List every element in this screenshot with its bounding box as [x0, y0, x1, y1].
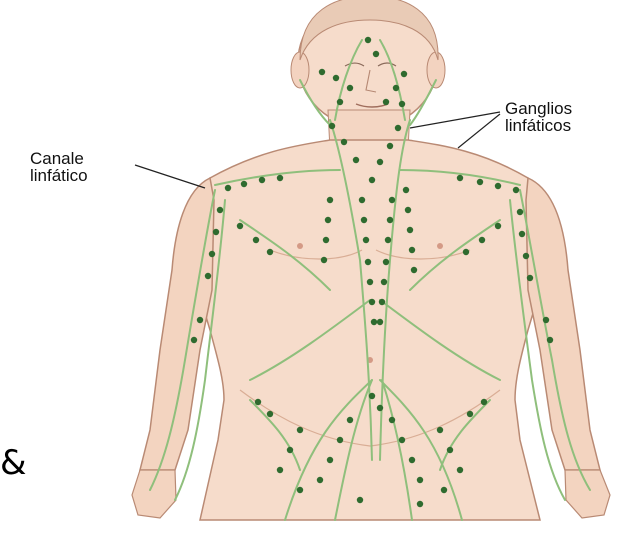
lymph-node-dot [337, 99, 343, 105]
lymph-node-dot [383, 99, 389, 105]
lymph-node-dot [405, 207, 411, 213]
lymph-node-dot [325, 217, 331, 223]
lymph-node-dot [457, 467, 463, 473]
lymph-node-dot [277, 175, 283, 181]
lymph-node-dot [463, 249, 469, 255]
lymph-node-dot [329, 123, 335, 129]
lymph-node-dot [385, 237, 391, 243]
label-lymph-vessel-line2: linfático [30, 167, 88, 184]
lymph-node-dot [447, 447, 453, 453]
lymph-node-dot [241, 181, 247, 187]
lymph-node-dot [361, 217, 367, 223]
lymph-node-dot [395, 125, 401, 131]
lymph-node-dot [237, 223, 243, 229]
lymph-node-dot [417, 501, 423, 507]
lymph-node-dot [383, 259, 389, 265]
lymph-node-dot [327, 457, 333, 463]
lymph-node-dot [319, 69, 325, 75]
lymph-node-dot [353, 157, 359, 163]
lymph-node-dot [191, 337, 197, 343]
label-lymph-nodes-line2: linfáticos [505, 117, 572, 134]
lymph-node-dot [523, 253, 529, 259]
lymph-node-dot [365, 37, 371, 43]
lymph-node-dot [369, 177, 375, 183]
lymph-node-dot [341, 139, 347, 145]
lymph-node-dot [371, 319, 377, 325]
lymph-node-dot [377, 159, 383, 165]
lymph-node-dot [369, 393, 375, 399]
lymph-node-dot [403, 187, 409, 193]
lymph-node-dot [267, 411, 273, 417]
lymph-node-dot [513, 187, 519, 193]
lymph-node-dot [357, 497, 363, 503]
lymph-node-dot [297, 487, 303, 493]
lymph-node-dot [543, 317, 549, 323]
label-lymph-nodes-line1: Ganglios [505, 100, 572, 117]
lymph-node-dot [287, 447, 293, 453]
lymph-node-dot [197, 317, 203, 323]
lymph-node-dot [495, 223, 501, 229]
lymph-node-dot [217, 207, 223, 213]
lymph-node-dot [213, 229, 219, 235]
lymph-node-dot [477, 179, 483, 185]
lymph-node-dot [411, 267, 417, 273]
lymph-node-dot [377, 319, 383, 325]
lymph-node-dot [209, 251, 215, 257]
lymph-node-dot [297, 427, 303, 433]
lymph-node-dot [359, 197, 365, 203]
lymph-node-dot [367, 279, 373, 285]
lymph-node-dot [347, 85, 353, 91]
lymph-node-dot [517, 209, 523, 215]
lymph-node-dot [225, 185, 231, 191]
lymph-node-dot [387, 217, 393, 223]
lymph-node-dot [259, 177, 265, 183]
lymph-node-dot [495, 183, 501, 189]
lymph-node-dot [205, 273, 211, 279]
lymph-node-dot [479, 237, 485, 243]
lymph-node-dot [527, 275, 533, 281]
lymph-node-dot [441, 487, 447, 493]
lymph-node-dot [389, 197, 395, 203]
lymph-node-dot [277, 467, 283, 473]
label-lymph-nodes: Ganglios linfáticos [505, 100, 572, 134]
lymph-node-dot [317, 477, 323, 483]
lymph-node-dot [393, 85, 399, 91]
lymph-node-dot [409, 457, 415, 463]
lymph-node-dot [381, 279, 387, 285]
lymph-node-dot [267, 249, 273, 255]
lymph-node-dot [399, 437, 405, 443]
lymph-node-dot [321, 257, 327, 263]
lymph-node-dot [409, 247, 415, 253]
lymph-node-dot [437, 427, 443, 433]
lymph-node-dot [417, 477, 423, 483]
lymph-node-dot [399, 101, 405, 107]
lymph-node-dot [337, 437, 343, 443]
lymph-node-dot [373, 51, 379, 57]
lymph-node-dot [547, 337, 553, 343]
lymph-node-dot [387, 143, 393, 149]
lymph-node-dot [365, 259, 371, 265]
lymph-node-dot [347, 417, 353, 423]
lymph-node-dot [467, 411, 473, 417]
lymph-node-dot [519, 231, 525, 237]
lymph-node-dot [333, 75, 339, 81]
label-lymph-vessel-line1: Canale [30, 150, 88, 167]
lymph-node-dot [363, 237, 369, 243]
lymph-node-dot [327, 197, 333, 203]
lymph-node-dot [253, 237, 259, 243]
label-lymph-vessel: Canale linfático [30, 150, 88, 184]
lymph-node-dot [457, 175, 463, 181]
lymph-node-dot [401, 71, 407, 77]
lymph-node-dot [377, 405, 383, 411]
lymph-node-dot [255, 399, 261, 405]
lymph-node-dot [323, 237, 329, 243]
lymph-node-dot [481, 399, 487, 405]
lymph-node-dot [379, 299, 385, 305]
lymph-node-dot [369, 299, 375, 305]
lymph-node-dot [389, 417, 395, 423]
cropped-edge-glyph: & [0, 446, 27, 480]
lymph-node-dot [407, 227, 413, 233]
